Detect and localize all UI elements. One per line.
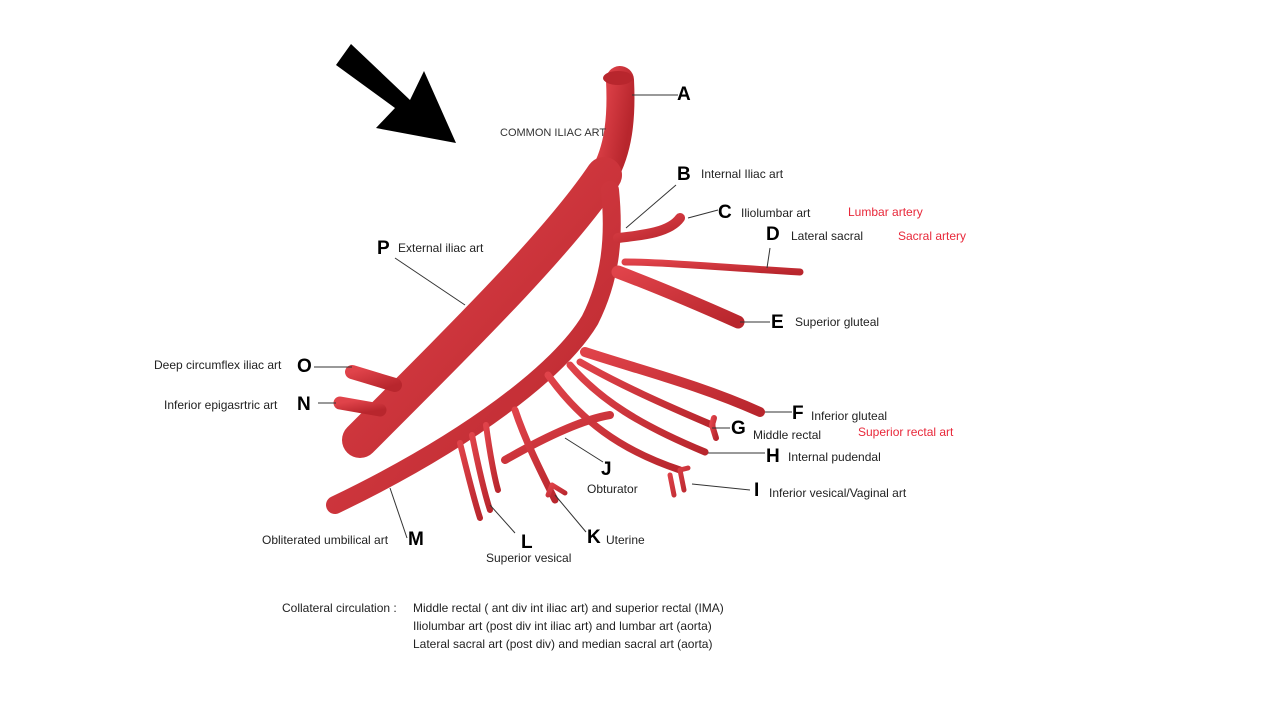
label-text-h: Internal pudendal <box>788 450 881 464</box>
label-letter-l: L <box>521 532 533 553</box>
label-note-g: Superior rectal art <box>858 425 954 439</box>
collateral-item: Iliolumbar art (post div int iliac art) … <box>413 619 712 633</box>
label-text-g: Middle rectal <box>753 428 822 442</box>
internal-pudendal-artery <box>566 361 709 456</box>
deep-circumflex-iliac-artery <box>345 365 402 392</box>
label-text-m: Obliterated umbilical art <box>262 533 389 547</box>
obturator-artery <box>501 411 614 464</box>
collateral-item: Middle rectal ( ant div int iliac art) a… <box>413 601 724 615</box>
arrow-icon <box>336 44 456 143</box>
label-letter-p: P <box>377 238 390 259</box>
label-text-p: External iliac art <box>398 241 484 255</box>
label-letter-n: N <box>297 394 311 415</box>
label-letter-g: G <box>731 418 746 439</box>
common-iliac-label: COMMON ILIAC ART <box>500 127 607 139</box>
label-text-d: Lateral sacral <box>791 229 864 243</box>
lateral-sacral-artery <box>621 258 804 276</box>
label-letter-e: E <box>771 312 784 333</box>
iliolumbar-artery <box>613 213 685 243</box>
label-text-i: Inferior vesical/Vaginal art <box>769 486 907 500</box>
label-letter-j: J <box>601 459 612 480</box>
inferior-vesical-artery <box>544 371 684 474</box>
label-text-k: Uterine <box>606 533 645 547</box>
label-text-e: Superior gluteal <box>795 315 880 329</box>
superior-vesical-artery-3 <box>457 440 483 521</box>
external-iliac-artery <box>342 157 622 458</box>
label-letter-c: C <box>718 202 732 223</box>
label-text-o: Deep circumflex iliac art <box>154 358 282 372</box>
label-letter-h: H <box>766 446 780 467</box>
label-text-j: Obturator <box>587 482 638 496</box>
label-note-d: Sacral artery <box>898 229 967 243</box>
label-text-l: Superior vesical <box>486 551 572 565</box>
label-letter-b: B <box>677 164 691 185</box>
internal-iliac-artery <box>326 181 621 514</box>
label-letter-k: K <box>587 527 601 548</box>
inferior-epigastric-artery <box>333 396 387 417</box>
common-iliac-cap <box>603 71 633 85</box>
superior-gluteal-artery <box>611 265 745 329</box>
label-text-c: Iliolumbar art <box>741 206 811 220</box>
superior-vesical-artery-1 <box>483 422 501 493</box>
label-text-b: Internal Iliac art <box>701 167 784 181</box>
label-letter-i: I <box>754 480 760 501</box>
collateral-item: Lateral sacral art (post div) and median… <box>413 637 713 651</box>
inferior-gluteal-artery <box>580 347 765 417</box>
leader-lines <box>314 94 792 539</box>
label-letter-m: M <box>408 529 424 550</box>
label-letter-d: D <box>766 224 780 245</box>
label-text-n: Inferior epigasrtric art <box>164 398 278 412</box>
superior-vesical-artery-2 <box>469 432 493 513</box>
label-note-c: Lumbar artery <box>848 205 923 219</box>
label-letter-o: O <box>297 356 312 377</box>
artery-tree <box>326 66 804 521</box>
middle-rectal-artery <box>576 358 716 429</box>
label-text-f: Inferior gluteal <box>811 409 888 423</box>
label-letter-a: A <box>677 84 691 105</box>
label-letter-f: F <box>792 403 804 424</box>
collateral-heading: Collateral circulation : <box>282 601 397 615</box>
collateral-list: Middle rectal ( ant div int iliac art) a… <box>413 599 724 653</box>
